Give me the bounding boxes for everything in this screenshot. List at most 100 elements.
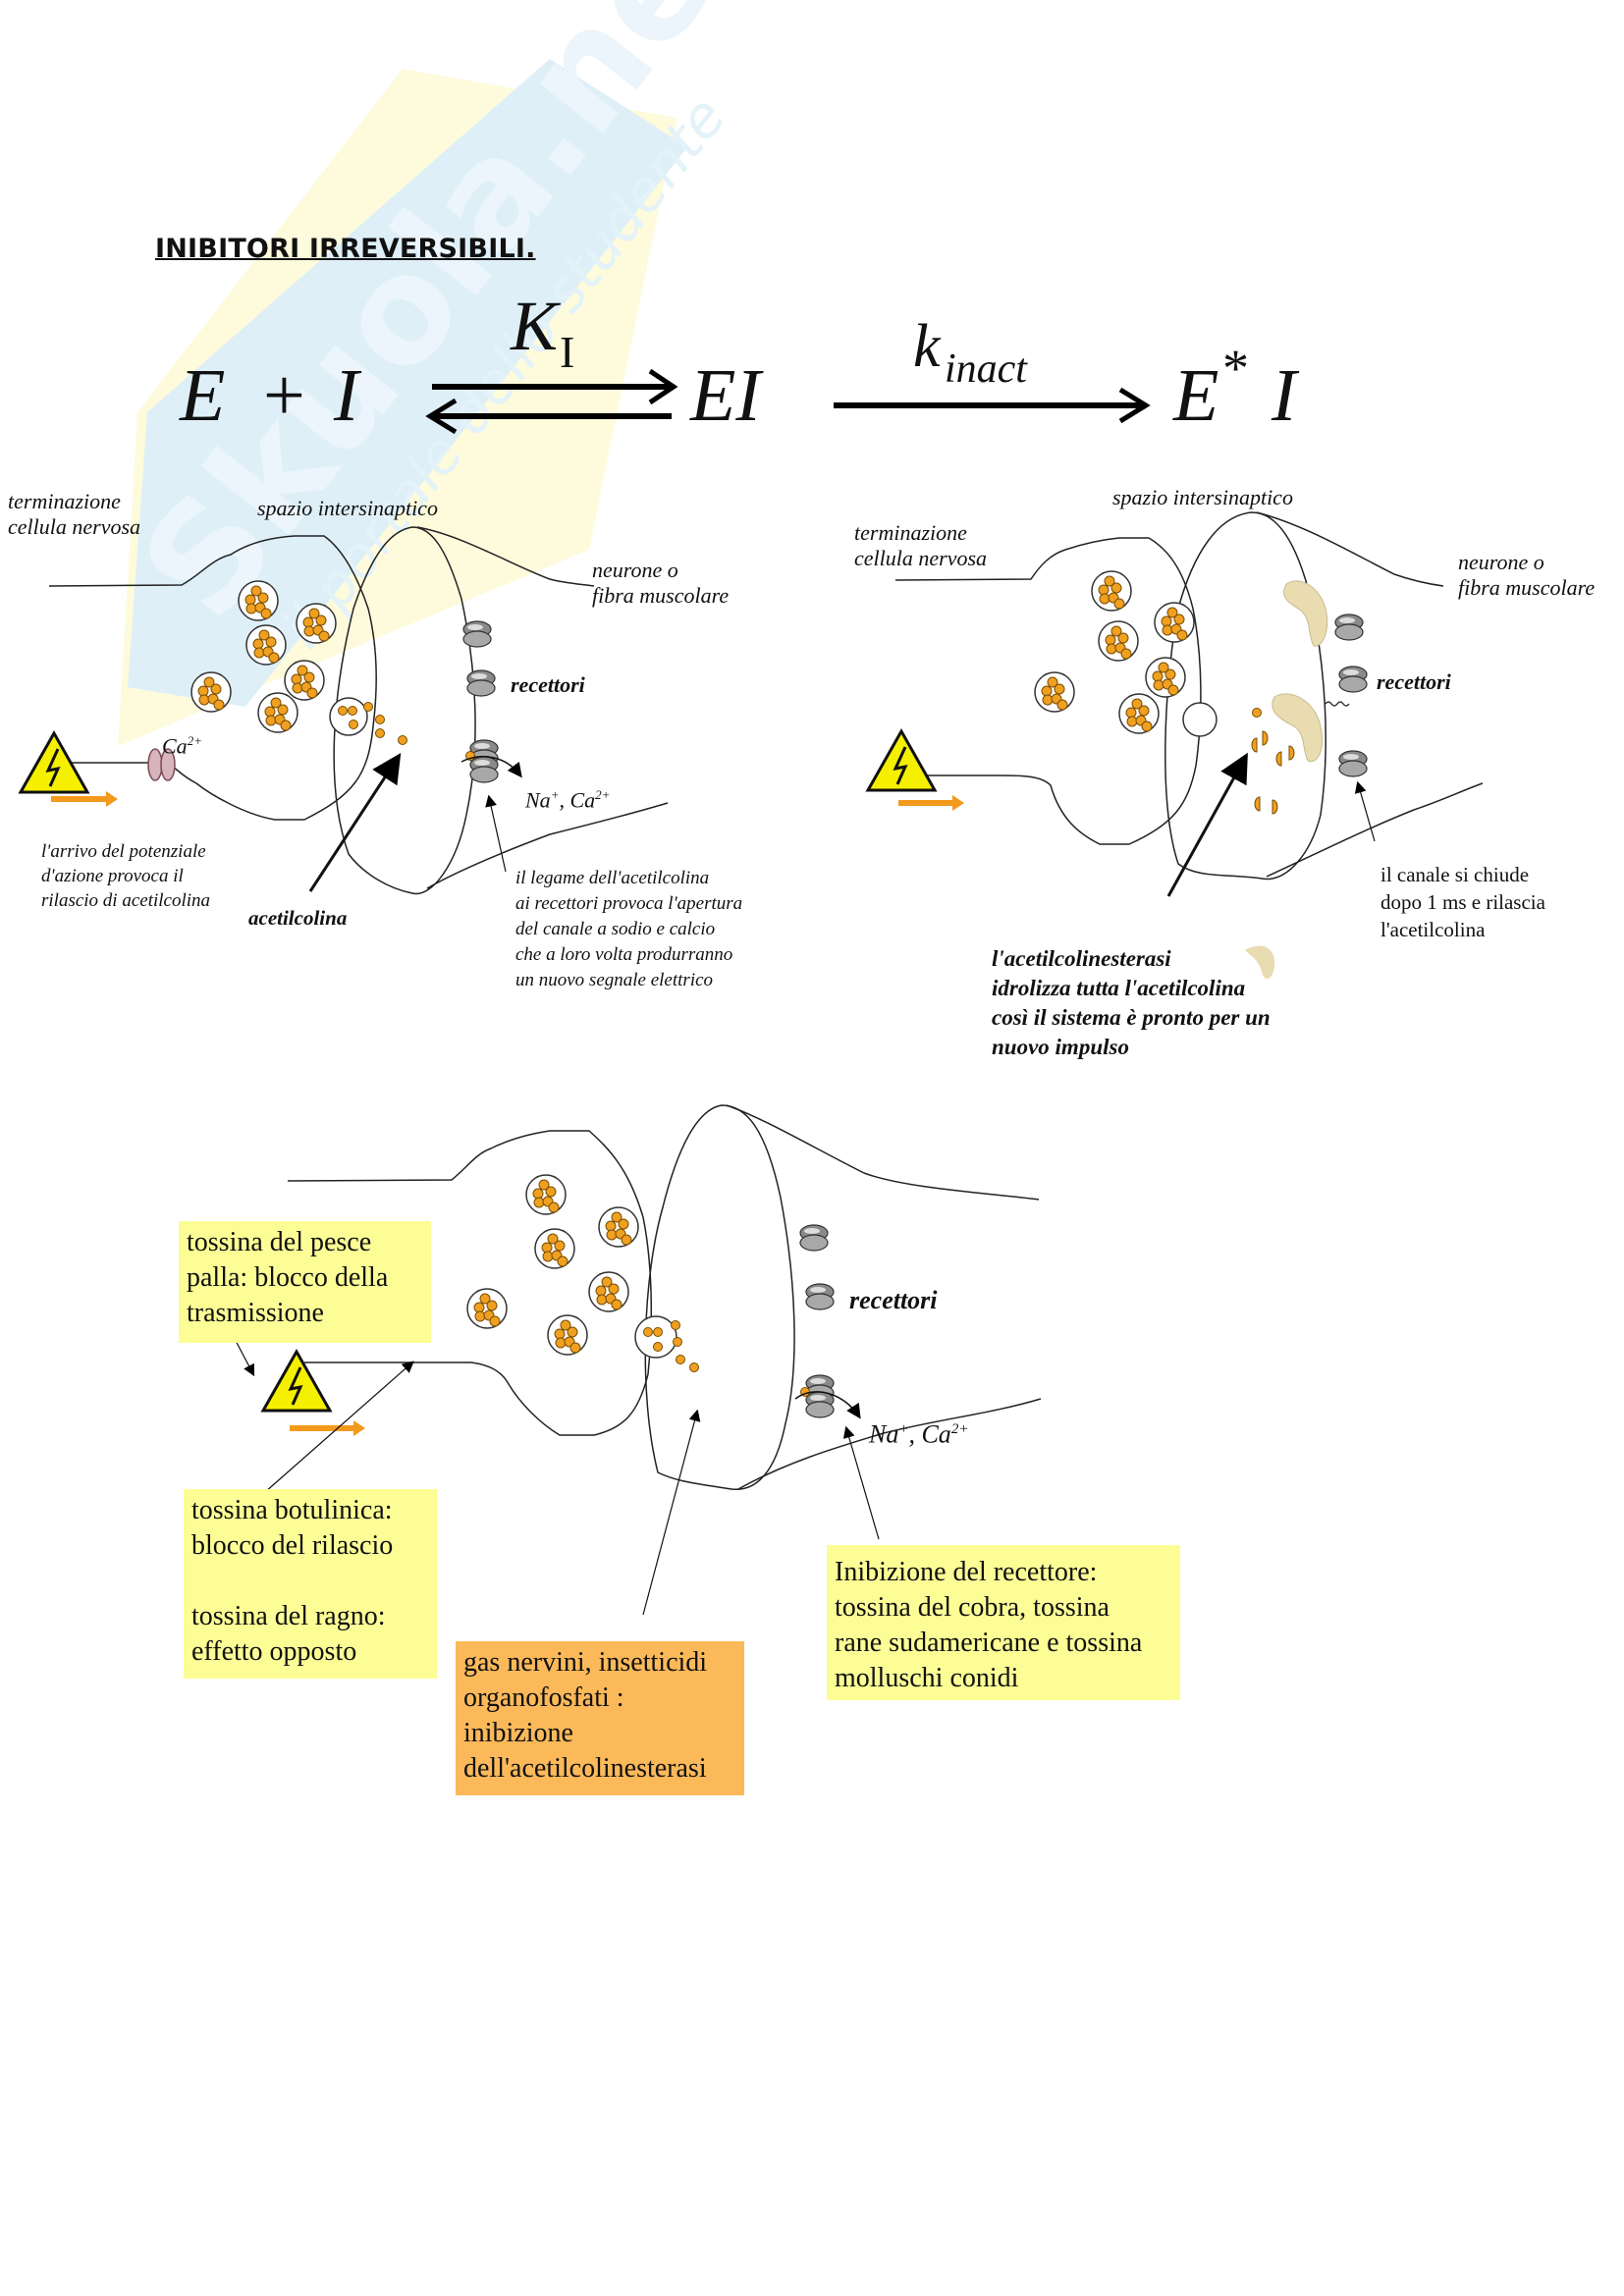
label-line: cellula nervosa (8, 514, 141, 539)
label-line: terminazione (854, 520, 967, 545)
pointer-arrow-icon (308, 752, 402, 892)
vesicle-icon (245, 624, 287, 666)
caption-line: d'azione provoca il (41, 866, 184, 886)
caption-line: il canale si chiude (1380, 863, 1530, 886)
vesicle-icon (534, 1228, 575, 1269)
diagram-bottom (233, 1104, 1042, 1616)
label-neurone-right: neurone o fibra muscolare (1458, 550, 1595, 601)
box-line: Inibizione del recettore: (835, 1557, 1098, 1587)
vesicle-icon (1091, 570, 1132, 612)
caption-line: dopo 1 ms e rilascia (1380, 890, 1545, 914)
label-line: cellula nervosa (854, 546, 988, 570)
caption-line: l'acetilcolina (1380, 918, 1486, 941)
box-line: gas nervini, insetticidi (463, 1647, 708, 1678)
label-line: neurone o (592, 558, 678, 582)
caption-line: il legame dell'acetilcolina (515, 868, 710, 888)
box-line: dell'acetilcolinesterasi (463, 1753, 707, 1784)
box-botulinica: tossina botulinica: blocco del rilascio … (184, 1489, 437, 1679)
eq-kinact-symbol: k (913, 313, 941, 380)
vesicle-icon (466, 1288, 508, 1329)
caption-canale: il canale si chiude dopo 1 ms e rilascia… (1380, 861, 1545, 943)
caption-line: così il sistema è pronto per un (992, 1005, 1271, 1030)
calcium-channel-icon (147, 748, 176, 781)
box-line: rane sudamericane e tossina (835, 1628, 1143, 1658)
caption-line: idrolizza tutta l'acetilcolina (992, 976, 1246, 1000)
ion-na-sup: + (898, 1421, 909, 1437)
receptor-icon (466, 669, 496, 697)
vesicle-icon (238, 580, 279, 621)
pointer-arrow-icon (1166, 752, 1248, 897)
caption-line: del canale a sodio e calcio (515, 919, 716, 939)
eq-kinact-subscript: inact (945, 347, 1027, 392)
caption-line: un nuovo segnale elettrico (515, 970, 714, 990)
vesicle-icon (257, 692, 298, 733)
ion-na: Na (869, 1419, 899, 1449)
receptor-icon (1338, 750, 1368, 777)
enzyme-icon (1272, 580, 1328, 763)
vesicle-icon (1098, 620, 1139, 662)
receptor-icon (462, 620, 492, 648)
label-ca-sup: 2+ (187, 733, 202, 748)
receptor-icon (799, 1224, 829, 1252)
caption-line: nuovo impulso (992, 1035, 1129, 1059)
vesicle-icon (296, 603, 337, 644)
eq-ki-subscript: I (560, 327, 575, 377)
label-spazio-intersinaptico-right: spazio intersinaptico (1112, 485, 1293, 509)
label-recettori-right: recettori (1377, 669, 1451, 694)
ion-ca-sup: 2+ (595, 787, 611, 802)
eq-complex: EI (690, 354, 761, 437)
box-spacer (191, 1564, 429, 1599)
caption-line: rilascio di acetilcolina (41, 890, 211, 911)
ion-ca: , Ca (559, 787, 596, 813)
box-line: tossina del cobra, tossina (835, 1592, 1110, 1623)
label-ions-bottom: Na+, Ca2+ (869, 1416, 968, 1448)
eq-product-inhibitor: I (1272, 354, 1297, 437)
box-gas-nervini: gas nervini, insetticidi organofosfati :… (456, 1641, 744, 1795)
enzyme-legend-icon (1245, 945, 1275, 980)
vesicle-icon (598, 1206, 639, 1248)
warning-icon (866, 729, 937, 792)
receptor-icon (1338, 666, 1368, 693)
box-line: molluschi conidi (835, 1663, 1019, 1693)
eq-enzyme: E (180, 354, 226, 437)
label-spazio-intersinaptico: spazio intersinaptico (257, 496, 438, 520)
vesicle-icon (1034, 671, 1075, 713)
ion-na: Na (525, 787, 551, 813)
label-recettori-bottom: recettori (849, 1286, 938, 1314)
receptor-icon (469, 756, 499, 783)
box-line: tossina botulinica: (191, 1495, 393, 1525)
vesicle-icon (525, 1174, 567, 1215)
label-terminazione-right: terminazione cellula nervosa (854, 520, 987, 571)
box-line: palla: blocco della (187, 1262, 389, 1293)
vesicle-icon (1154, 602, 1195, 643)
caption-line: l'arrivo del potenziale (41, 841, 206, 862)
eq-product-enzyme: E (1173, 354, 1219, 437)
receptor-icon (1334, 614, 1364, 641)
box-line: organofosfati : (463, 1682, 624, 1713)
ion-ca: , Ca (908, 1419, 951, 1449)
box-line: blocco del rilascio (191, 1530, 394, 1561)
label-line: terminazione (8, 489, 121, 513)
label-terminazione: terminazione cellula nervosa (8, 489, 140, 540)
eq-inhibitor: I (334, 354, 359, 437)
caption-arrivo-potenziale: l'arrivo del potenziale d'azione provoca… (41, 839, 210, 913)
page-title: INIBITORI IRREVERSIBILI. (155, 234, 536, 264)
box-pesce-palla: tossina del pesce palla: blocco della tr… (179, 1221, 431, 1343)
receptor-icon (805, 1283, 835, 1310)
eq-ki-symbol: K (511, 287, 559, 365)
eq-plus: + (263, 354, 305, 437)
inactivation-arrow-icon (834, 388, 1151, 424)
eq-product-star: * (1222, 339, 1249, 398)
vesicle-icon (588, 1271, 629, 1312)
label-line: neurone o (1458, 550, 1544, 574)
box-line: effetto opposto (191, 1636, 357, 1667)
caption-line: l'acetilcolinesterasi (992, 946, 1171, 971)
ion-na-sup: + (550, 787, 560, 802)
caption-legame: il legame dell'acetilcolina ai recettori… (515, 866, 742, 993)
box-line: inibizione (463, 1718, 573, 1748)
ion-ca-sup: 2+ (950, 1421, 969, 1437)
box-line: tossina del pesce (187, 1227, 372, 1257)
label-calcium: Ca2+ (162, 728, 202, 759)
vesicle-icon (284, 660, 325, 701)
